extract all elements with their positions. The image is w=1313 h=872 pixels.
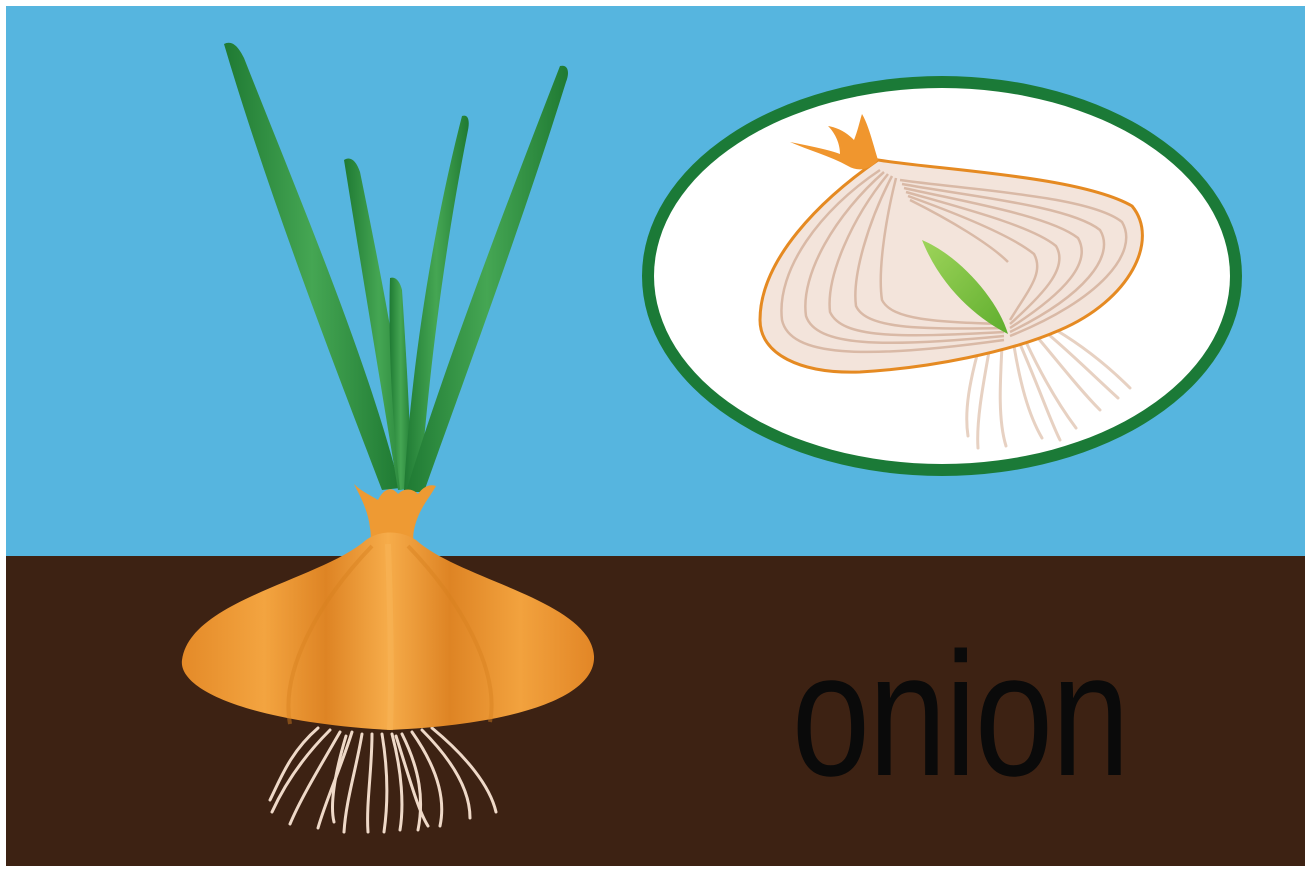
onion-word-label: onion [752,600,1168,830]
bulb-ridge [388,544,391,730]
onion-cross-section-inset [642,76,1242,476]
